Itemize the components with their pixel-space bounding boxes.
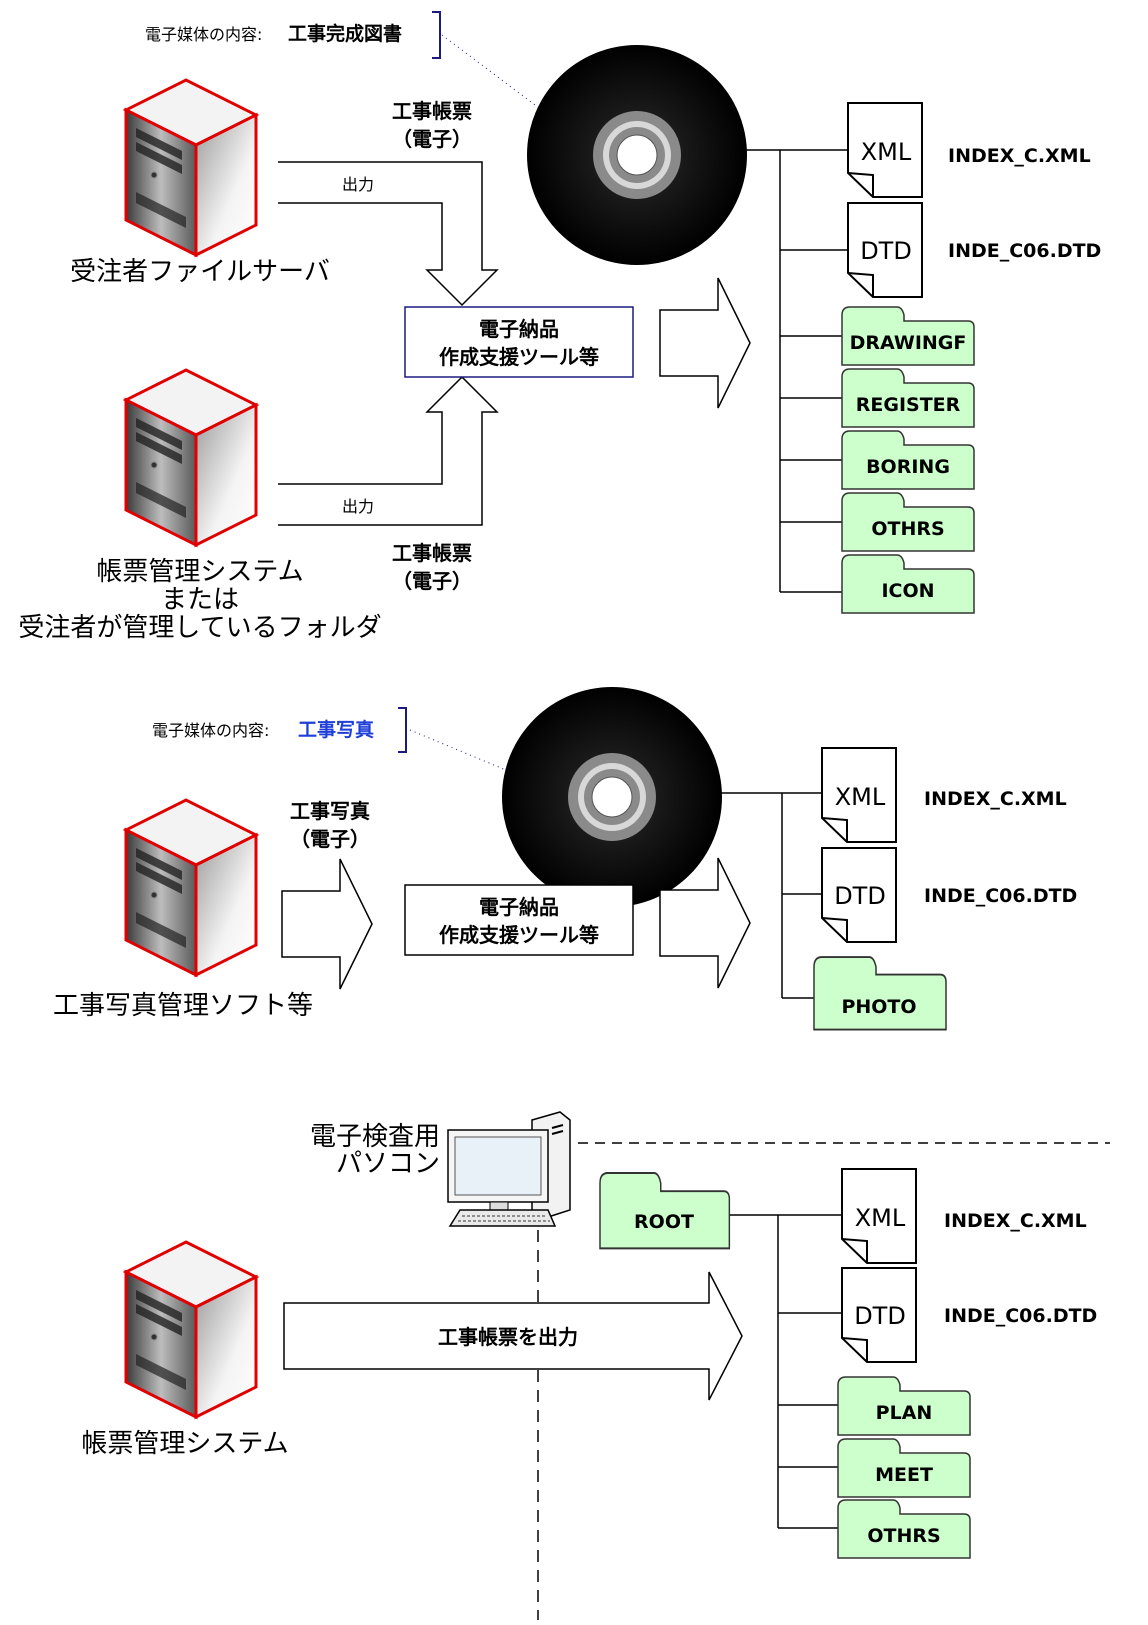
folder-label: REGISTER <box>856 394 961 416</box>
arrow-label-3: 工事帳票を出力 <box>438 1325 578 1349</box>
tree-3 <box>730 1214 842 1529</box>
file-name-dtd-2: INDE_C06.DTD <box>924 885 1077 907</box>
arrow-right-2a <box>281 858 373 990</box>
tool-label-1b: 作成支援ツール等 <box>439 345 599 369</box>
tool-box-1 <box>404 306 634 378</box>
server-icon <box>124 798 258 977</box>
folder-label: OTHRS <box>867 1525 940 1547</box>
media-prefix-1: 電子媒体の内容: <box>145 25 262 44</box>
disc-icon <box>501 686 723 908</box>
file-icon-xml-1: XML <box>861 138 912 166</box>
top-doc-label-1: 工事帳票 <box>392 99 472 123</box>
server-icon <box>124 368 258 547</box>
big-arrow-3 <box>283 1271 743 1401</box>
photo-label-2: （電子） <box>290 827 370 851</box>
section-2: 電子媒体の内容: 工事写真 工事写真管理ソフト等 工事写真 （電子） 電子納品 … <box>53 686 1077 1031</box>
file-icon-xml-3: XML <box>855 1204 906 1232</box>
folder-label: MEET <box>875 1464 933 1486</box>
arrow-right-1 <box>659 277 751 409</box>
bottom-doc-label-2: （電子） <box>392 569 472 593</box>
server-bottom-label-3: 受注者が管理しているフォルダ <box>18 613 381 643</box>
root-label: ROOT <box>634 1211 694 1233</box>
disc-icon <box>526 44 748 266</box>
section-3: 電子検査用 パソコン ROOT 帳票管理システム 工事帳票を出力 XML IND… <box>81 1111 1110 1620</box>
server-label-3: 帳票管理システム <box>81 1429 288 1459</box>
server-icon <box>124 78 258 257</box>
photo-label-1: 工事写真 <box>290 799 370 823</box>
file-name-dtd-3: INDE_C06.DTD <box>944 1305 1097 1327</box>
folder-label: PHOTO <box>841 996 916 1018</box>
file-icon-dtd-2: DTD <box>834 882 886 910</box>
media-title-2: 工事写真 <box>298 718 374 741</box>
folder-label: DRAWINGF <box>850 332 967 354</box>
computer-icon <box>447 1111 571 1227</box>
file-name-dtd-1: INDE_C06.DTD <box>948 240 1101 262</box>
bent-arrow-bottom <box>278 375 499 526</box>
file-name-xml-3: INDEX_C.XML <box>944 1210 1087 1232</box>
tool-label-2b: 作成支援ツール等 <box>439 923 599 947</box>
tool-label-2a: 電子納品 <box>479 895 559 919</box>
file-name-xml-2: INDEX_C.XML <box>924 788 1067 810</box>
media-prefix-2: 電子媒体の内容: <box>152 721 269 740</box>
bent-arrow-top <box>278 161 499 307</box>
section-1: 電子媒体の内容: 工事完成図書 受注者ファイルサーバ 帳票管理システム または … <box>18 11 1101 643</box>
media-bracket-2 <box>398 707 407 753</box>
media-leader-2 <box>409 729 526 779</box>
folder-label: ICON <box>881 580 934 602</box>
server-top-label: 受注者ファイルサーバ <box>70 257 330 287</box>
pc-label-1: 電子検査用 <box>310 1122 440 1152</box>
media-bracket-1 <box>432 11 441 59</box>
folder-label: PLAN <box>876 1402 933 1424</box>
server-label-2: 工事写真管理ソフト等 <box>53 991 313 1021</box>
file-icon-dtd-3: DTD <box>854 1302 906 1330</box>
tool-box-2 <box>404 884 634 956</box>
folder-icon <box>813 956 947 1031</box>
server-bottom-label-2: または <box>161 585 239 615</box>
bottom-doc-label-1: 工事帳票 <box>392 541 472 565</box>
file-name-xml-1: INDEX_C.XML <box>948 145 1091 167</box>
server-icon <box>124 1240 258 1419</box>
folder-label: BORING <box>866 456 950 478</box>
file-icon-dtd-1: DTD <box>860 237 912 265</box>
pc-label-2: パソコン <box>336 1149 440 1179</box>
top-doc-label-2: （電子） <box>392 127 472 151</box>
media-title-1: 工事完成図書 <box>288 22 402 45</box>
server-bottom-label-1: 帳票管理システム <box>96 557 303 587</box>
folder-label: OTHRS <box>871 518 944 540</box>
output-label-bottom: 出力 <box>342 497 374 516</box>
tool-label-1a: 電子納品 <box>479 317 559 341</box>
output-label-top: 出力 <box>342 175 374 194</box>
tree-2 <box>718 792 822 999</box>
media-leader-1 <box>441 34 556 121</box>
file-icon-xml-2: XML <box>835 783 886 811</box>
tree-1 <box>740 149 848 593</box>
